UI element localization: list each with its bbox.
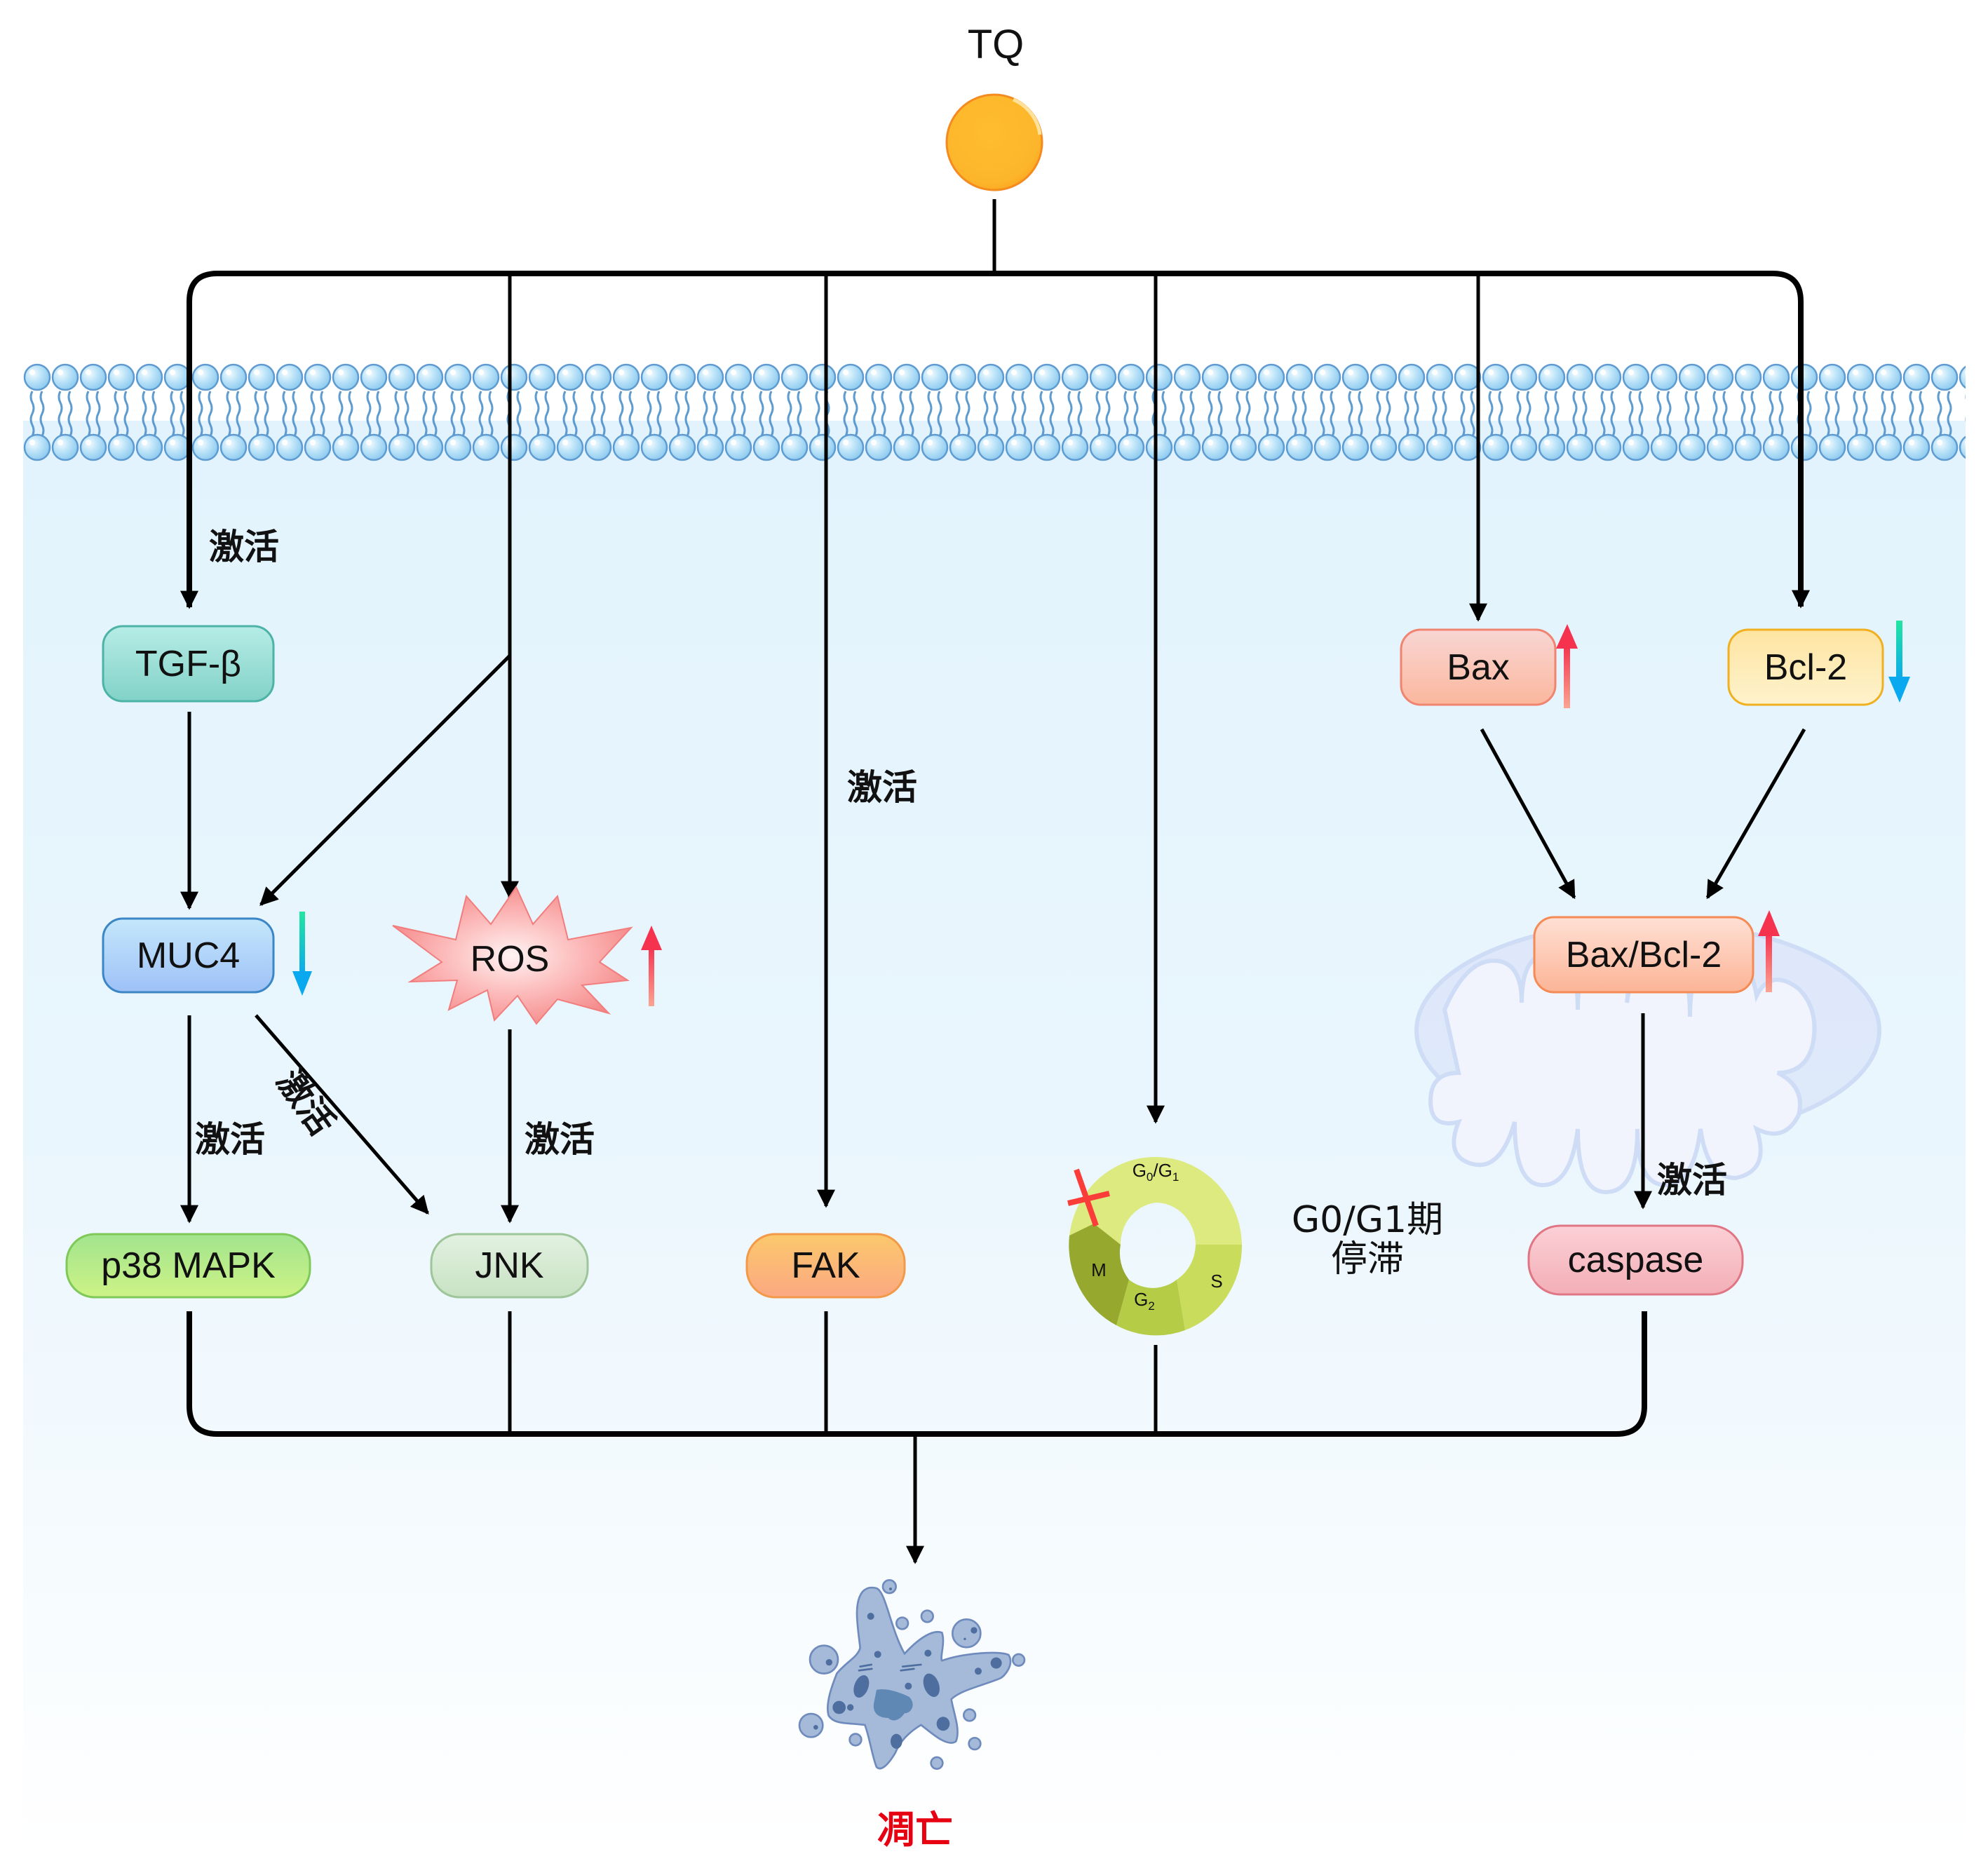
jnk-box — [430, 1233, 589, 1299]
bcl2-box — [1727, 628, 1884, 706]
cell-cycle-ring-icon — [1067, 1156, 1243, 1336]
p38-mapk-label: p38 MAPK — [101, 1245, 276, 1286]
tq-highlight — [1012, 97, 1042, 135]
arrow-bcl2-to-ratio — [1705, 728, 1806, 900]
arrow-muc4-to-jnk — [255, 1014, 429, 1214]
bax-label: Bax — [1447, 647, 1510, 688]
edge-label-tq-fak: 激活 — [847, 767, 917, 808]
bottom-convergence-bar — [187, 1311, 1647, 1437]
ros-up-arrow-icon — [641, 926, 662, 1006]
fak-box — [745, 1233, 906, 1299]
edge-label-ros-jnk: 激活 — [525, 1119, 595, 1160]
muc4-label: MUC4 — [136, 935, 241, 976]
jnk-label: JNK — [475, 1245, 544, 1286]
bcl2-down-arrow-icon — [1888, 621, 1910, 703]
ros-starburst-icon — [392, 885, 633, 1025]
top-distribution-bar — [187, 271, 1810, 609]
tgf-beta-box — [102, 625, 275, 703]
arrow-bax-to-ratio — [1480, 728, 1576, 900]
arrest-line-2: 停滞 — [1330, 1238, 1404, 1280]
phase-m-label: M — [1091, 1259, 1107, 1280]
tq-title: TQ — [967, 22, 1025, 67]
arrow-to-muc4 — [259, 654, 511, 906]
caspase-label: caspase — [1567, 1240, 1704, 1280]
apoptosis-label: 凋亡 — [877, 1808, 953, 1852]
cell-cycle-arrest-label: G0/G1期 停滞 — [1276, 1200, 1459, 1279]
phase-s-label: S — [1210, 1271, 1222, 1292]
p38-mapk-box — [65, 1233, 311, 1299]
tq-molecule-icon — [945, 93, 1043, 191]
cell-membrane — [23, 363, 1966, 461]
edge-label-tq-tgf: 激活 — [209, 527, 279, 567]
bax-box — [1400, 628, 1557, 706]
ros-label: ROS — [470, 939, 550, 980]
bax-bcl2-up-arrow-icon — [1758, 910, 1780, 992]
arrest-line-1: G0/G1期 — [1291, 1199, 1444, 1241]
fak-label: FAK — [791, 1245, 860, 1286]
phase-g0g1-label: G0/G1 — [1132, 1160, 1179, 1184]
caspase-box — [1527, 1224, 1744, 1296]
bax-bcl2-box — [1533, 916, 1754, 994]
bax-bcl2-label: Bax/Bcl-2 — [1565, 934, 1722, 975]
bax-up-arrow-icon — [1556, 624, 1578, 708]
edge-label-muc4-p38: 激活 — [195, 1119, 265, 1160]
apoptotic-cell-icon — [798, 1578, 1026, 1770]
muc4-down-arrow-icon — [292, 912, 312, 996]
tgf-beta-label: TGF-β — [135, 643, 242, 684]
edge-label-ratio-caspase: 激活 — [1657, 1160, 1727, 1200]
bcl2-label: Bcl-2 — [1764, 647, 1848, 688]
muc4-box — [102, 917, 275, 994]
